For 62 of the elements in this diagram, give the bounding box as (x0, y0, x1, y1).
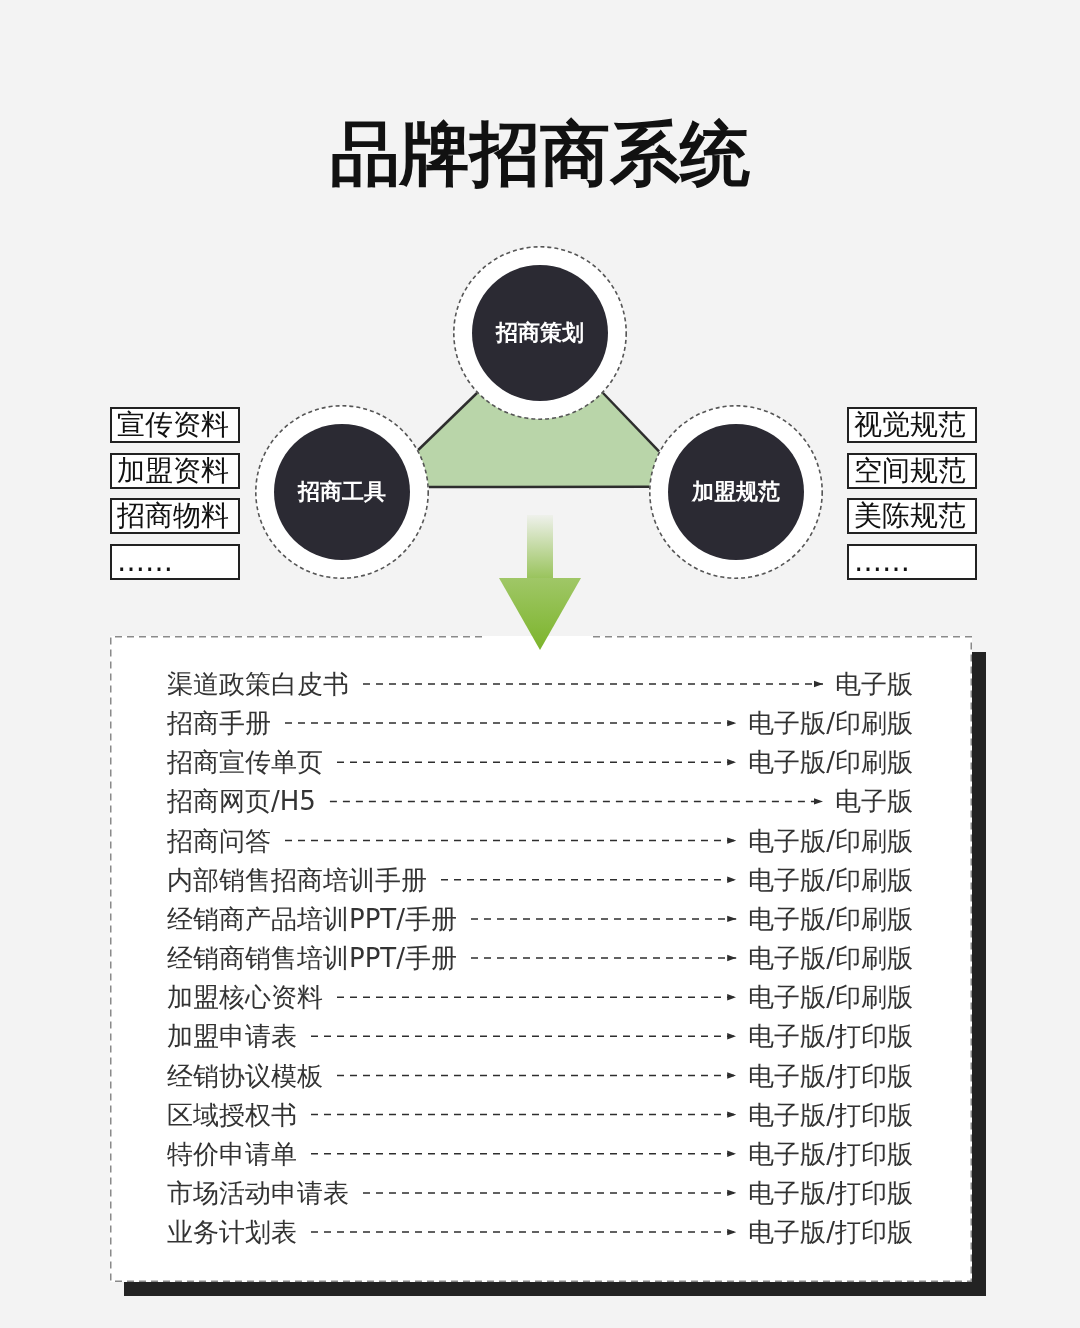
document-name: 区域授权书 (167, 1097, 297, 1132)
diagram-title: 品牌招商系统 (330, 112, 750, 196)
document-name: 业务计划表 (167, 1215, 297, 1250)
format-label: 电子版/打印版 (748, 1136, 913, 1171)
category-tag: …… (110, 544, 240, 580)
dashed-arrow (470, 915, 737, 923)
block-arrow (499, 515, 581, 650)
format-label: 电子版/印刷版 (748, 862, 913, 897)
format-label: 电子版/打印版 (748, 1215, 913, 1250)
document-name: 招商宣传单页 (167, 745, 323, 780)
format-label: 电子版/印刷版 (748, 980, 913, 1015)
format-label: 电子版/印刷版 (748, 901, 913, 936)
connector-line (417, 392, 478, 451)
dashed-arrow (336, 994, 737, 1001)
dashed-arrow (470, 954, 737, 962)
dashed-arrow (310, 1150, 737, 1157)
dashed-arrow (440, 876, 737, 883)
topic-circle: 招商工具 (254, 404, 430, 580)
document-name: 经销商销售培训PPT/手册 (167, 941, 457, 976)
dashed-arrow (310, 1228, 737, 1236)
format-label: 电子版/打印版 (748, 1097, 913, 1132)
document-name: 经销协议模板 (167, 1058, 323, 1093)
document-name: 特价申请单 (167, 1136, 297, 1171)
dashed-arrow (362, 1189, 737, 1197)
format-label: 电子版 (835, 784, 913, 819)
connector-line (602, 392, 660, 453)
document-panel (110, 636, 986, 1296)
document-name: 加盟核心资料 (167, 980, 323, 1015)
document-name: 市场活动申请表 (167, 1175, 349, 1210)
format-label: 电子版/打印版 (748, 1175, 913, 1210)
category-tag: 招商物料 (110, 498, 240, 534)
category-tag: 加盟资料 (110, 453, 240, 489)
dashed-arrow (310, 1033, 737, 1040)
dashed-arrow (336, 759, 737, 766)
category-tag: 空间规范 (847, 453, 977, 489)
dashed-arrow (284, 837, 737, 844)
format-label: 电子版/打印版 (748, 1058, 913, 1093)
document-name: 渠道政策白皮书 (167, 667, 349, 701)
document-name: 招商手册 (167, 706, 271, 741)
format-label: 电子版/印刷版 (748, 745, 913, 780)
connector-line (428, 485, 650, 489)
category-tag: 视觉规范 (847, 407, 977, 443)
category-tag: 宣传资料 (110, 407, 240, 443)
category-tag: …… (847, 544, 977, 580)
dashed-arrow (329, 798, 824, 805)
document-name: 加盟申请表 (167, 1019, 297, 1054)
document-name: 招商网页/H5 (167, 784, 316, 819)
document-name: 招商问答 (167, 823, 271, 858)
dashed-arrow (362, 680, 824, 688)
dashed-arrow (284, 719, 737, 727)
topic-circle: 招商策划 (452, 245, 628, 421)
dashed-arrow (310, 1111, 737, 1118)
topic-circle: 加盟规范 (648, 404, 824, 580)
format-label: 电子版/印刷版 (748, 823, 913, 858)
category-tag: 美陈规范 (847, 498, 977, 534)
document-name: 经销商产品培训PPT/手册 (167, 901, 457, 936)
dashed-arrow (336, 1072, 737, 1079)
format-label: 电子版/印刷版 (748, 941, 913, 976)
format-label: 电子版/印刷版 (748, 706, 913, 741)
document-name: 内部销售招商培训手册 (167, 862, 427, 897)
format-label: 电子版/打印版 (748, 1019, 913, 1054)
format-label: 电子版 (835, 667, 913, 701)
